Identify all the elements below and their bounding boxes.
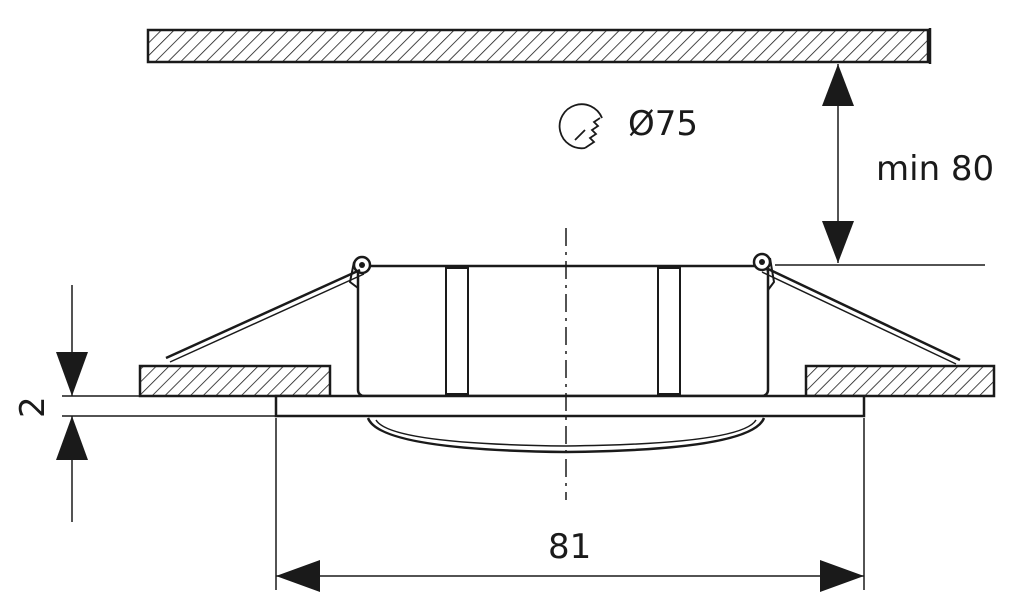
panel-right xyxy=(804,364,996,398)
fixture-body xyxy=(356,264,770,398)
panel-left xyxy=(138,364,332,398)
hole-saw-icon xyxy=(558,103,603,150)
spring-clip-left xyxy=(165,255,372,363)
depth-label: min 80 xyxy=(876,149,994,189)
fixture-flange xyxy=(274,394,866,418)
thickness-dimension xyxy=(56,285,276,522)
diameter-dimension xyxy=(275,418,865,592)
thickness-label: 2 xyxy=(13,396,53,418)
diameter-label: 81 xyxy=(548,527,591,567)
cutout-label: Ø75 xyxy=(628,104,698,144)
ceiling-slab xyxy=(146,28,932,64)
spring-clip-right xyxy=(752,252,961,365)
depth-dimension xyxy=(775,64,985,266)
